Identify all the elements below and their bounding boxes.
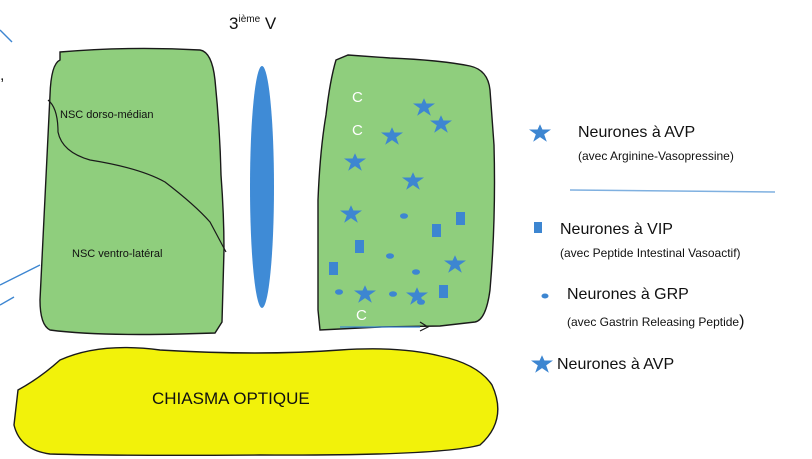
arrow-bottom-left — [0, 297, 14, 305]
chiasma-label: CHIASMA OPTIQUE — [152, 389, 310, 408]
star-icon — [529, 124, 551, 142]
vip-neuron-square — [355, 240, 364, 253]
c-marker-3: C — [356, 307, 367, 324]
vip-neuron-square — [329, 262, 338, 275]
ventricle-label-num: 3 — [229, 14, 238, 33]
grp-neuron-dot — [389, 291, 397, 297]
grp-neuron-dot — [335, 289, 343, 295]
legend-item-2-subtitle: (avec Peptide Intestinal Vasoactif) — [560, 246, 741, 260]
c-marker-2: C — [352, 122, 363, 139]
ventricle-label-suffix: V — [260, 14, 277, 33]
legend-item-3-subtitle: (avec Gastrin Releasing Peptide) — [567, 313, 744, 330]
left-nucleus — [40, 48, 224, 334]
legend-item-3-subtitle-end: ) — [739, 313, 744, 330]
left-edge-arrows — [0, 30, 40, 305]
grp-neuron-dot — [400, 213, 408, 219]
ventricle-ellipse — [250, 66, 274, 308]
legend-item-3-subtitle-main: (avec Gastrin Releasing Peptide — [567, 315, 739, 329]
nsc-ventral-label: NSC ventro-latéral — [72, 248, 162, 260]
vip-neuron-square — [456, 212, 465, 225]
grp-neuron-dot — [386, 253, 394, 259]
arrow-mid-left — [0, 265, 40, 285]
nsc-dorsal-label: NSC dorso-médian — [60, 109, 154, 121]
legend-item-1-subtitle: (avec Arginine-Vasopressine) — [578, 149, 734, 163]
square-icon — [534, 222, 542, 233]
c-marker-1: C — [352, 89, 363, 106]
ventricle-label: 3ième V — [229, 14, 277, 33]
star-icon — [531, 355, 553, 373]
legend-item-1-title: Neurones à AVP — [578, 124, 695, 141]
grp-neuron-dot — [417, 299, 425, 305]
vip-neuron-square — [432, 224, 441, 237]
legend-item-2-title: Neurones à VIP — [560, 221, 673, 238]
legend-divider — [570, 190, 775, 192]
edge-comma: , — [0, 67, 4, 84]
arrow-top-left — [0, 30, 12, 42]
legend-item-4-title: Neurones à AVP — [557, 356, 674, 373]
right-nucleus — [318, 55, 495, 330]
legend: Neurones à AVP (avec Arginine-Vasopressi… — [529, 124, 775, 373]
legend-item-3-title: Neurones à GRP — [567, 286, 689, 303]
vip-neuron-square — [439, 285, 448, 298]
ventricle-label-sup: ième — [238, 14, 260, 25]
grp-neuron-dot — [412, 269, 420, 275]
dot-icon — [542, 294, 549, 299]
